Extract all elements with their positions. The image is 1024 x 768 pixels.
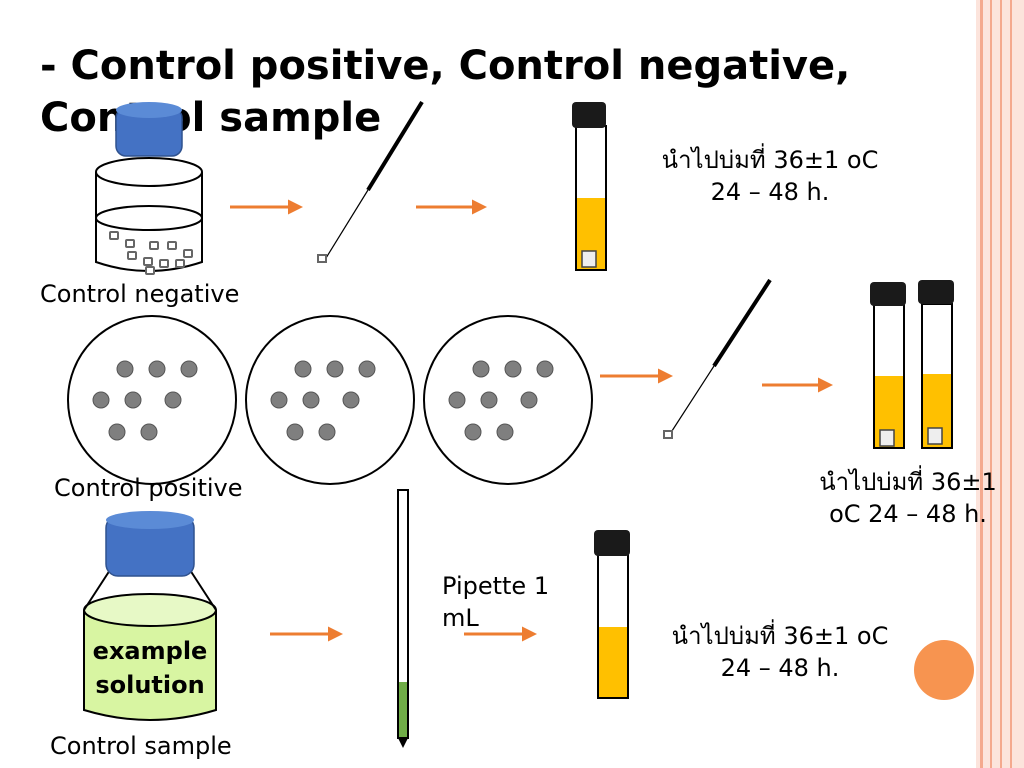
jar-label: example solution xyxy=(92,637,208,699)
inoculating-loop xyxy=(663,278,772,439)
broth-tube xyxy=(918,280,954,449)
petri-dish xyxy=(423,315,593,485)
broth-tube xyxy=(870,282,906,449)
slide-side-border xyxy=(976,0,1024,768)
broth-tube xyxy=(594,530,630,699)
border-stripe xyxy=(1000,0,1002,768)
border-stripe xyxy=(990,0,992,768)
label-control-sample: Control sample xyxy=(50,732,232,760)
pipette xyxy=(397,489,409,748)
label-pipette: Pipette 1 mL xyxy=(442,572,550,632)
label-control-negative: Control negative xyxy=(40,280,240,308)
petri-dish xyxy=(67,315,237,485)
petri-dish xyxy=(245,315,415,485)
negative-bottle xyxy=(95,102,203,275)
border-stripe xyxy=(980,0,983,768)
incubation-note-row2: นำไปบ่มที่ 36±1 oC 24 – 48 h. xyxy=(819,468,997,528)
label-control-positive: Control positive xyxy=(54,474,243,502)
slide-title: - Control positive, Control negative, Co… xyxy=(40,43,851,141)
incubation-note-row3: นำไปบ่มที่ 36±1 oC 24 – 48 h. xyxy=(671,622,889,682)
inoculating-loop xyxy=(317,100,424,263)
decorative-dot xyxy=(914,640,974,700)
incubation-note-row1: นำไปบ่มที่ 36±1 oC 24 – 48 h. xyxy=(661,146,879,206)
broth-tube xyxy=(572,102,607,271)
border-stripe xyxy=(1010,0,1012,768)
sample-bottle xyxy=(83,511,217,721)
